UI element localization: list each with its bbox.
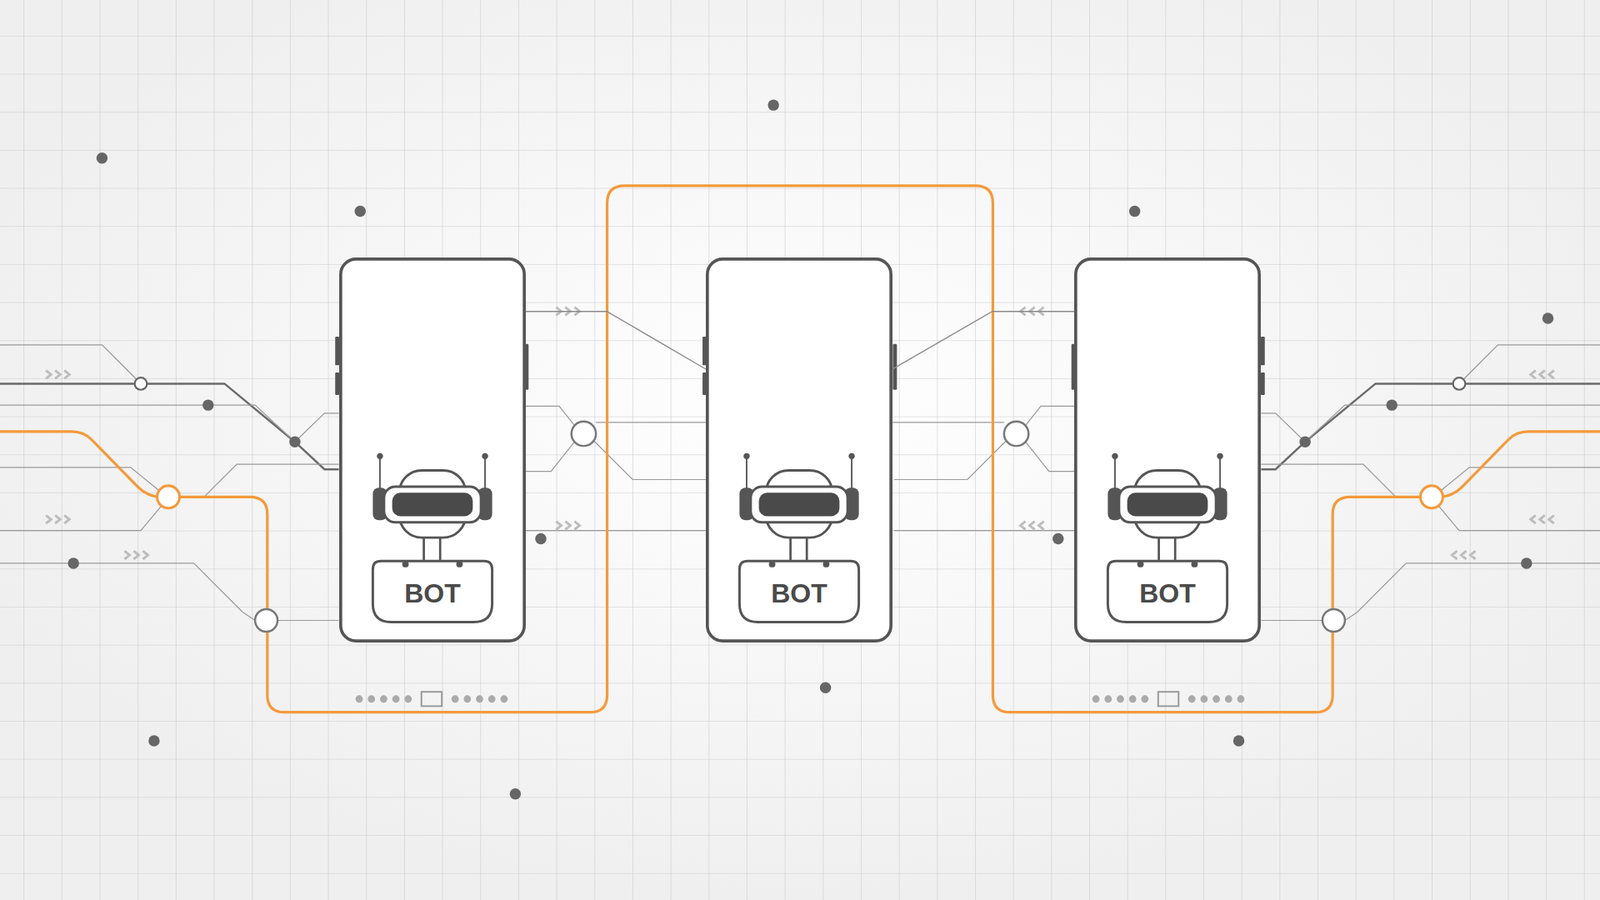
circuit-connector (892, 311, 1075, 370)
bot-label-area: BOT (739, 563, 859, 623)
left-circuit (0, 185, 800, 713)
antenna (1219, 457, 1221, 490)
antenna-tip (1216, 453, 1223, 460)
phone-outline (340, 259, 525, 641)
bot-label-area: BOT (1107, 563, 1227, 623)
antenna (484, 457, 486, 490)
bot-visor-glass (759, 492, 840, 516)
antenna-tip (848, 453, 855, 460)
dot (1233, 735, 1245, 746)
bot-shoulder (823, 560, 830, 568)
circuit-connector (525, 311, 706, 370)
antenna-tip (481, 453, 488, 460)
dot (67, 557, 79, 569)
bot-visor-glass (1127, 492, 1209, 516)
dot (67, 99, 1554, 800)
bot-shoulder (402, 560, 410, 568)
phone-outline (707, 259, 891, 641)
antenna (1114, 457, 1116, 490)
dot (820, 682, 831, 694)
bot-visor (384, 486, 481, 523)
bot-label-area: BOT (372, 563, 492, 623)
dot (510, 788, 521, 800)
dot (1520, 557, 1532, 569)
bot-body (739, 560, 859, 622)
antenna (745, 457, 748, 490)
dot (535, 533, 546, 545)
bot-body (372, 560, 492, 622)
phone-box: BOT (1074, 257, 1261, 643)
antenna (379, 457, 381, 490)
phone-box: BOT (339, 257, 526, 643)
antenna-tip (1111, 453, 1118, 460)
phone-outline (1075, 259, 1260, 641)
bot-visor-glass (392, 492, 474, 516)
bot-label: BOT (1139, 580, 1196, 607)
antenna-tip (376, 453, 383, 460)
bot-body (1107, 560, 1227, 622)
right-circuit (800, 185, 1600, 713)
dot (355, 205, 366, 217)
antenna (850, 457, 853, 490)
phone-box: BOT (705, 257, 893, 643)
dot (96, 152, 108, 164)
dot (767, 99, 779, 110)
bot-shoulder (769, 560, 776, 568)
bot-shoulder (456, 560, 464, 568)
bot-shoulder (1137, 560, 1145, 568)
bot-visor (1119, 486, 1216, 523)
dot (1129, 205, 1140, 217)
bot-label: BOT (404, 580, 461, 607)
dot (1542, 312, 1554, 324)
antenna-tip (743, 453, 750, 460)
bot-visor (750, 486, 848, 523)
bot-label: BOT (770, 580, 828, 607)
dot (1052, 533, 1064, 545)
bot-shoulder (1191, 560, 1199, 568)
dot (148, 735, 160, 746)
